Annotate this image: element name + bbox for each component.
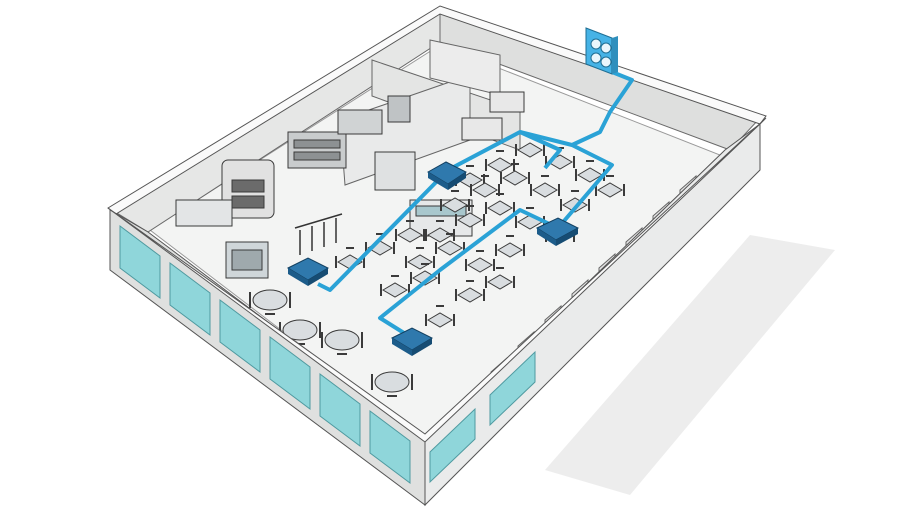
window-icon — [119, 225, 161, 299]
table-chairs-icon — [485, 193, 515, 216]
window-icon — [429, 407, 476, 484]
indoor-cassette-unit-4 — [390, 327, 434, 356]
table-chairs-icon — [425, 305, 455, 328]
round-table-icon — [321, 329, 363, 355]
table-chairs-icon — [485, 150, 515, 173]
condenser-fan-icon-3 — [600, 42, 612, 54]
round-table-icon — [249, 289, 291, 315]
table-chairs-icon — [530, 175, 560, 198]
wall-top-front — [107, 117, 767, 443]
window-icon — [269, 336, 311, 410]
booth-back-icon — [461, 117, 503, 141]
fryer-station-icon — [337, 109, 383, 135]
indoor-cassette-unit-3 — [286, 257, 330, 286]
table-chairs-icon — [380, 275, 410, 298]
round-table-icon — [371, 371, 413, 397]
condenser-fan-icon-2 — [590, 52, 602, 64]
table-chairs-icon — [435, 233, 465, 256]
conveyor-oven-icon — [287, 131, 347, 169]
window-icon — [219, 299, 261, 373]
dining-area — [249, 135, 625, 397]
window-icon — [169, 262, 211, 336]
table-chairs-icon — [485, 267, 515, 290]
table-chairs-icon — [500, 163, 530, 186]
table-chairs-icon — [405, 247, 435, 270]
building-shadow — [545, 235, 835, 495]
bar-stools — [294, 213, 343, 255]
table-chairs-icon — [455, 205, 485, 228]
table-chairs-icon — [395, 220, 425, 243]
indoor-cassette-unit-2 — [535, 217, 580, 246]
shelving-icon — [387, 95, 411, 123]
storefront-windows — [119, 225, 411, 484]
table-chairs-icon — [495, 235, 525, 258]
outdoor-condenser-unit — [585, 27, 618, 75]
booth-back-icon-2 — [489, 91, 525, 113]
table-chairs-icon — [575, 160, 605, 183]
kitchen-area — [175, 91, 525, 279]
table-chairs-icon — [410, 263, 440, 286]
table-chairs-icon — [425, 220, 455, 243]
beverage-station-icon — [374, 151, 416, 191]
refrigerant-line-branch-2 — [519, 130, 562, 170]
window-icon — [369, 410, 411, 484]
prep-counter-icon — [175, 199, 233, 227]
condenser-fan-icon-4 — [600, 56, 612, 68]
table-chairs-icon — [455, 280, 485, 303]
indoor-cassette-unit — [427, 161, 467, 190]
storefront-windows-right — [429, 350, 536, 484]
window-icon — [489, 350, 536, 427]
table-chairs-icon — [440, 190, 470, 213]
table-chairs-icon — [465, 250, 495, 273]
refrigerant-line-branch — [378, 143, 614, 340]
window-icon — [319, 373, 361, 447]
front-wall-right — [424, 123, 761, 507]
condenser-fan-icon — [590, 38, 602, 50]
